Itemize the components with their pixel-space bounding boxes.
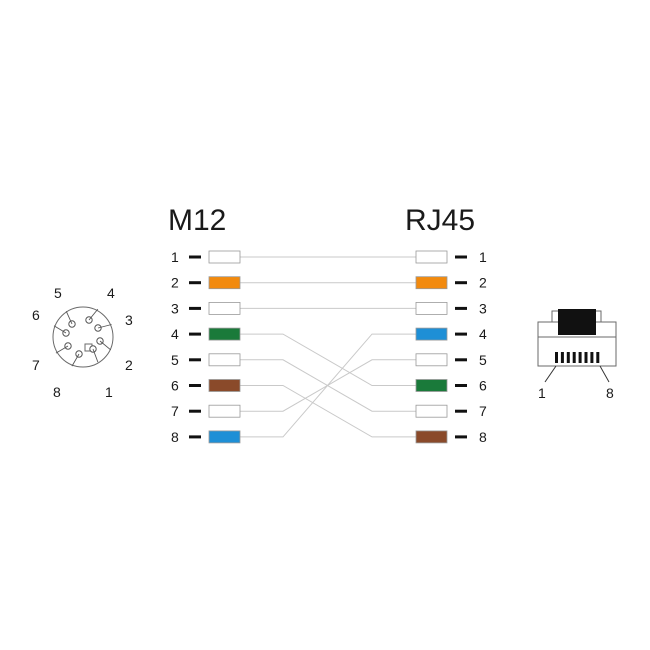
m12-face-label-6: 6 [32,307,40,323]
rj45-pin-block-1 [415,250,448,264]
rj45-pin-number-2: 2 [479,275,487,291]
rj45-connector: 1 8 [537,309,617,401]
m12-pin-leader-7 [55,345,69,354]
rj45-pin-block-5 [415,353,448,367]
m12-pin-block-8 [208,430,241,444]
rj45-pin1-label: 1 [538,385,546,401]
m12-pin-leader-3 [97,324,112,329]
m12-pin-dash-2 [189,281,201,285]
m12-pin-dash-6 [189,384,201,387]
rj45-contact-4 [572,352,576,363]
m12-pin-number-2: 2 [171,275,179,291]
rj45-pin-dash-7 [455,409,467,413]
m12-pin-dash-5 [189,358,201,362]
m12-pin-number-5: 5 [171,352,179,368]
rj45-pin-column: 1 2 3 4 5 6 7 8 [415,249,487,445]
m12-face-label-4: 4 [107,285,115,301]
m12-pin-leader-2 [99,340,112,351]
m12-pin-block-7 [208,404,241,418]
m12-pin-dash-7 [189,409,201,413]
rj45-pin-dash-8 [455,435,467,439]
rj45-pin-block-3 [415,301,448,315]
rj45-pin-dash-4 [455,332,467,336]
m12-face-label-1: 1 [105,384,113,400]
m12-pin-block-3 [208,301,241,315]
rj45-pin-dash-2 [455,281,467,285]
rj45-pin-block-4 [415,327,448,341]
rj45-pin-number-7: 7 [479,403,487,419]
m12-pin-number-6: 6 [171,378,179,394]
m12-pin-block-6 [208,379,241,392]
m12-pin-column: 1 2 3 4 5 6 7 8 [171,249,241,445]
m12-pin-number-4: 4 [171,326,179,342]
m12-pin-block-2 [208,276,241,290]
m12-pin-dash-1 [189,255,201,259]
m12-pin-leader-6 [53,325,67,334]
rj45-contact-8 [596,352,600,363]
wire-4-to-6 [240,333,416,386]
m12-title: M12 [168,204,226,237]
rj45-pin8-label: 8 [606,385,614,401]
rj45-pin-number-4: 4 [479,326,487,342]
rj45-pin-dash-3 [455,306,467,310]
m12-outer-ring [52,306,114,368]
wire-8-to-4 [240,333,416,438]
rj45-contacts [555,352,600,363]
m12-face-label-2: 2 [125,357,133,373]
m12-face-label-3: 3 [125,312,133,328]
rj45-pin-block-8 [415,430,448,444]
rj45-pin-block-7 [415,404,448,418]
m12-pin-set: 12 34 56 78 [32,285,133,400]
rj45-title: RJ45 [405,204,475,237]
m12-pin-number-1: 1 [171,249,179,265]
rj45-contact-5 [578,352,582,363]
rj45-pin-number-6: 6 [479,378,487,394]
rj45-contact-7 [590,352,594,363]
m12-pin-block-1 [208,250,241,264]
m12-pin-number-3: 3 [171,300,179,316]
rj45-pin-block-2 [415,276,448,290]
m12-pin-dash-3 [189,306,201,310]
wire-group [240,256,416,438]
rj45-contact-6 [584,352,588,363]
rj45-pin-block-6 [415,379,448,392]
rj45-tab-outline [538,310,602,323]
m12-pin-leader-1 [92,348,99,363]
m12-face-label-5: 5 [54,285,62,301]
rj45-latch [558,309,596,335]
rj45-contact-1 [555,352,558,363]
rj45-pin-dash-5 [455,358,467,362]
rj45-contact-2 [560,352,564,363]
rj45-pin-number-5: 5 [479,352,487,368]
m12-pin-dash-8 [189,435,201,439]
rj45-pin-number-1: 1 [479,249,487,265]
m12-pin-number-7: 7 [171,403,179,419]
rj45-pin-number-3: 3 [479,300,487,316]
rj45-pin-dash-1 [455,255,467,259]
m12-pin-leader-5 [65,311,73,325]
rj45-pin8-leader [599,365,610,383]
rj45-contact-3 [566,352,570,363]
m12-pin-leader-8 [71,353,80,367]
m12-pin-block-4 [208,327,241,341]
m12-pin-number-8: 8 [171,429,179,445]
rj45-pin-dash-6 [455,384,467,387]
wire-6-to-8 [240,385,416,438]
m12-connector-face: 12 34 56 78 [32,285,133,400]
m12-face-label-8: 8 [53,384,61,400]
m12-pin-block-5 [208,353,241,367]
rj45-pin1-leader [544,365,557,383]
m12-face-label-7: 7 [32,357,40,373]
rj45-pin-number-8: 8 [479,429,487,445]
m12-pin-leader-4 [88,308,99,321]
m12-pin-dash-4 [189,332,201,336]
